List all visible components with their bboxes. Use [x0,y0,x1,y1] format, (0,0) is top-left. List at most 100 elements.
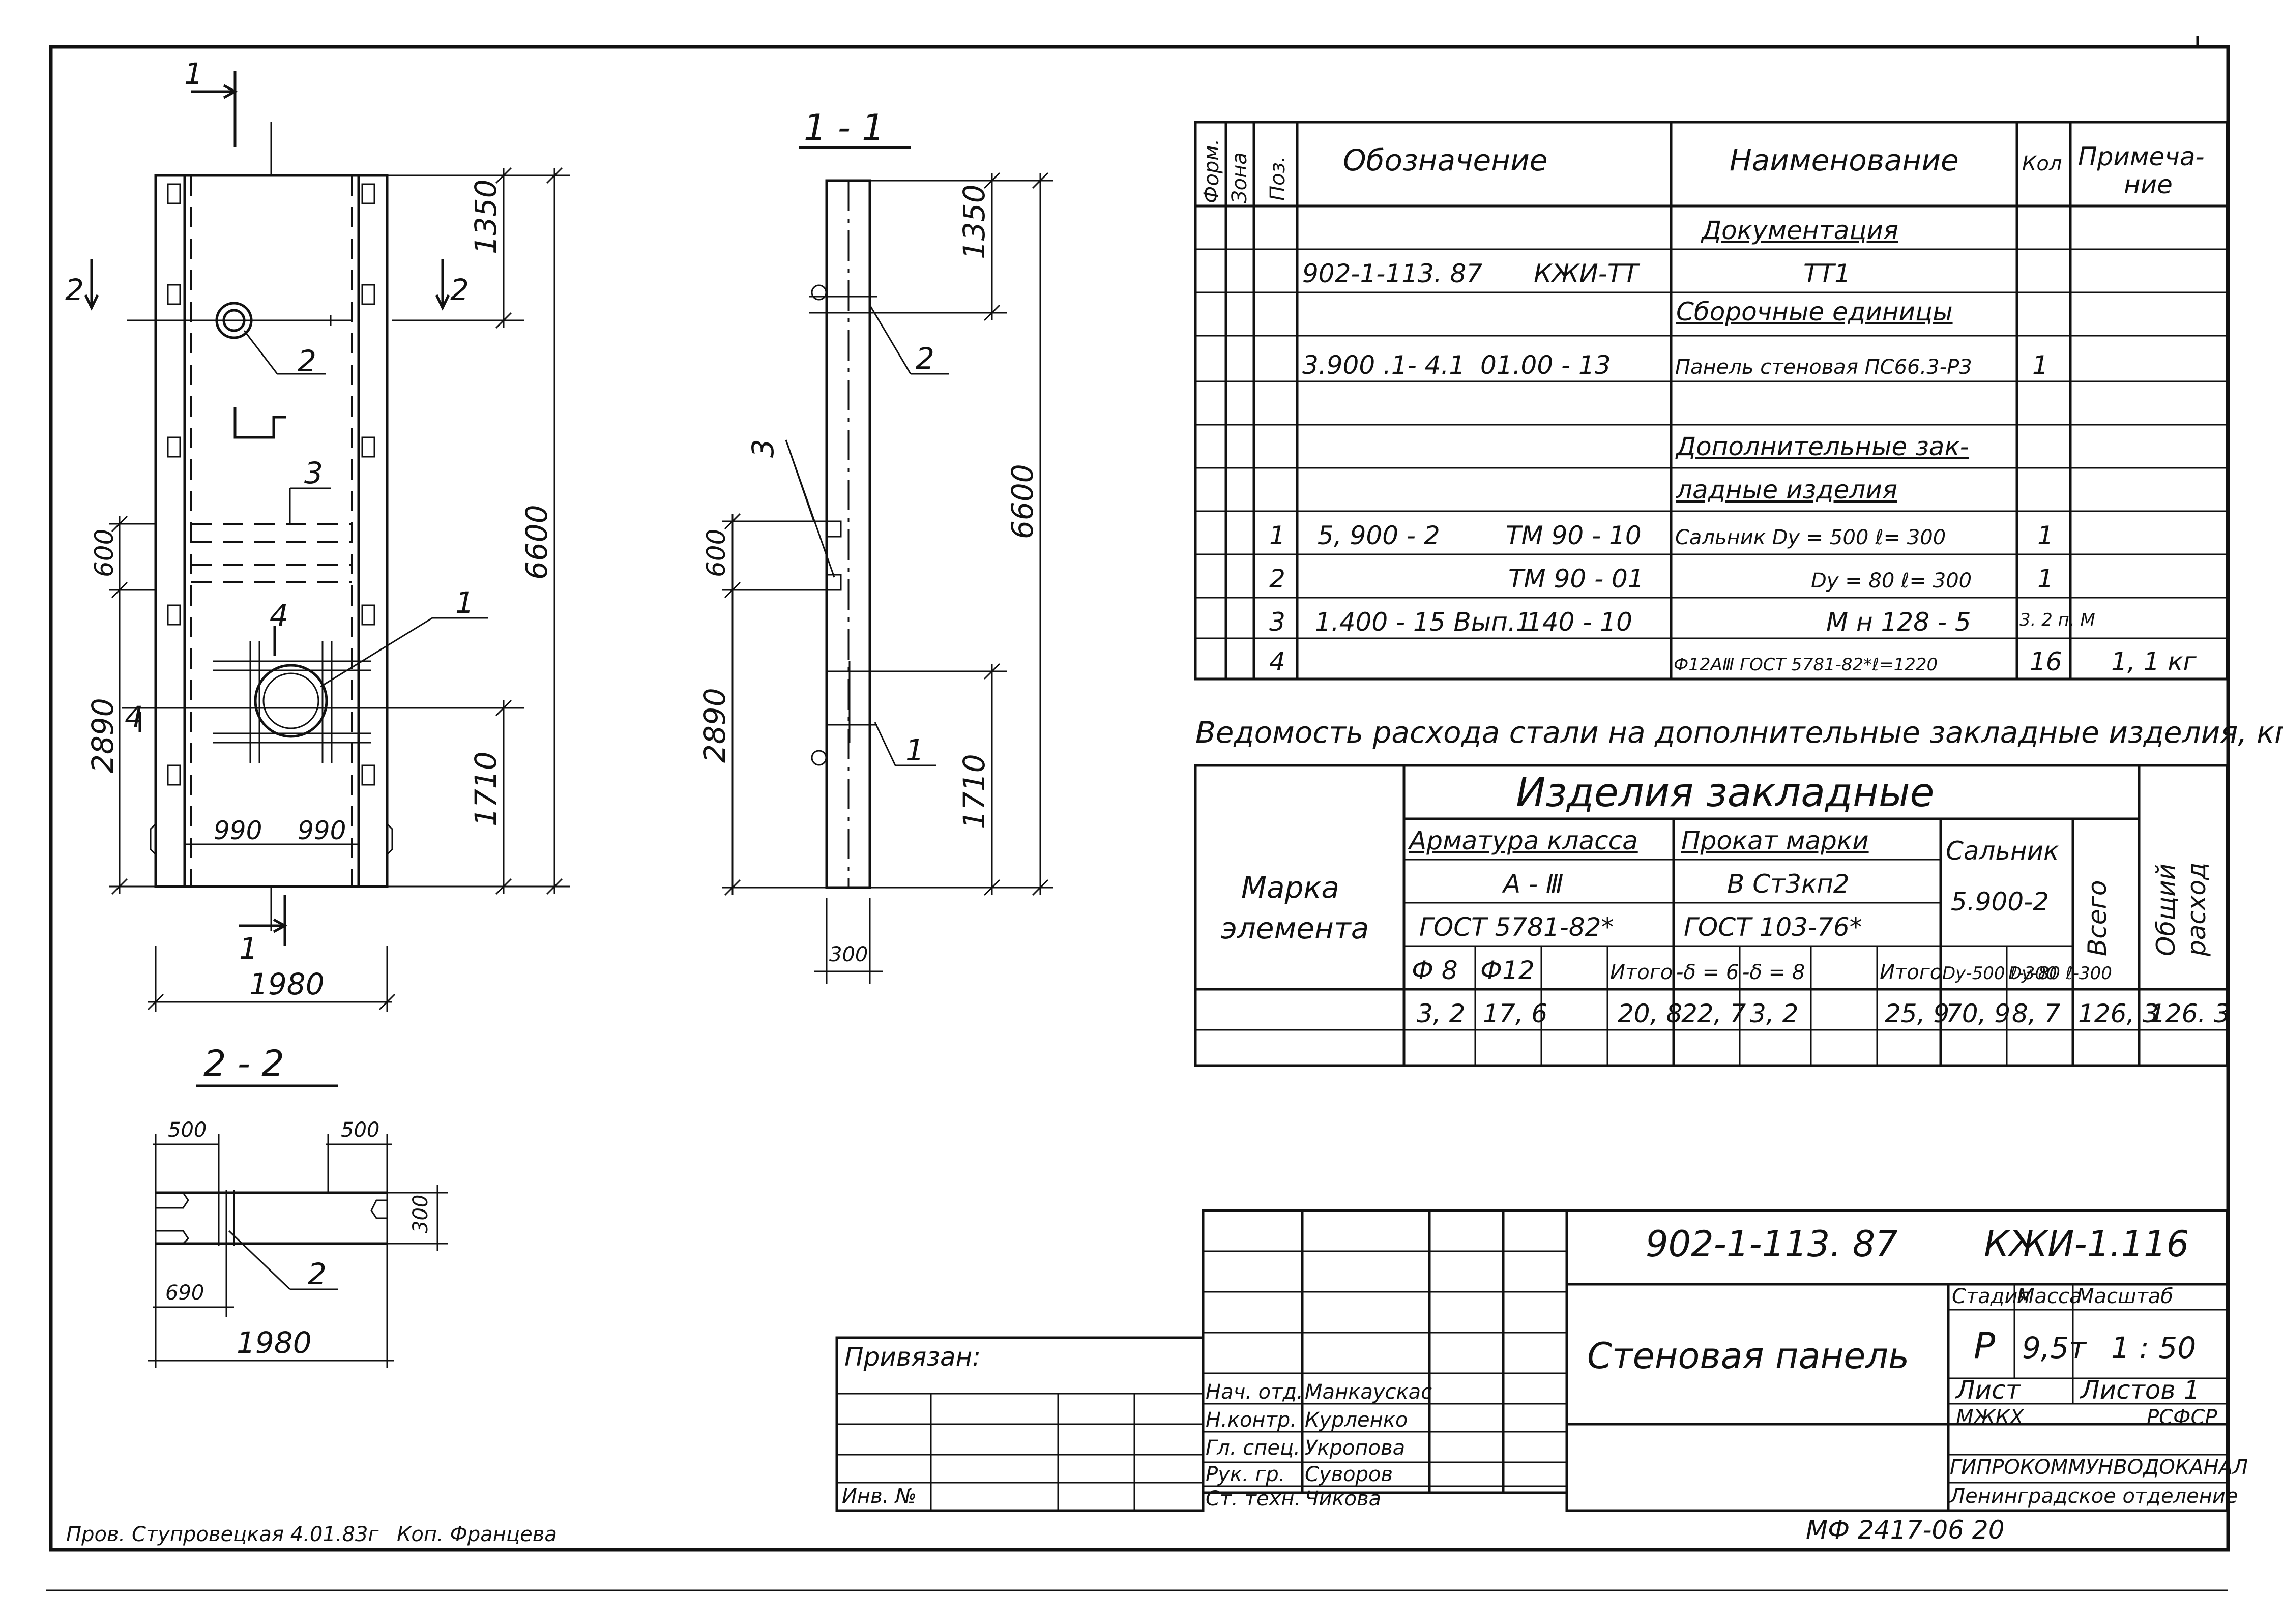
dim-600-v1: 600 [90,529,119,577]
title-block: Нач. отд. Манкаускас Н.контр. Курленко Г… [66,1209,2248,1546]
sub-header-5: -δ = 8 [1742,961,1805,984]
steel-group-header: Изделия закладные [1516,770,1935,816]
scale-label: Масштаб [2076,1285,2173,1308]
checked-note: Пров. Ступровецкая 4.01.83г [66,1523,379,1546]
row-7-designation2: ТМ 90 - 10 [1506,521,1642,550]
signer-0-name: Манкаускас [1305,1380,1432,1404]
prokat-gost-label: ГОСТ 103-76* [1684,912,1862,942]
dim-690: 690 [165,1281,204,1305]
callout-2-v2: 2 [916,341,934,376]
dim-1980-v3: 1980 [237,1325,312,1360]
inv-label: Инв. № [842,1485,917,1508]
row-9-designation: 1.400 - 15 Вып.1 [1315,607,1532,637]
row-0-name: Документация [1701,216,1898,245]
salnik-doc-label: 5.900-2 [1951,887,2049,917]
steel-table-title: Ведомость расхода стали на дополнительны… [1195,715,2283,750]
sheet-label: Лист [1955,1375,2022,1405]
row-3-designation: 3.900 .1- 4.1 [1302,350,1465,380]
row-10-pos: 4 [1269,647,1285,676]
row-10-note: 1, 1 кг [2111,647,2197,676]
stage-value: Р [1974,1325,1996,1367]
section-1-1-title: 1 - 1 [804,107,885,149]
row-3-name: Панель стеновая ПС66.3-Р3 [1675,356,1972,379]
row-8-designation2: ТМ 90 - 01 [1508,564,1644,594]
signer-0-role: Нач. отд. [1206,1380,1303,1404]
row-8-qty: 1 [2037,564,2054,594]
arm-gost-label: ГОСТ 5781-82* [1419,912,1614,942]
org2: ГИПРОКОММУНВОДОКАНАЛ [1950,1456,2248,1479]
sub-header-0: Ф 8 [1412,956,1458,985]
section-1-1-view: 1 - 1 3 2 1 1350 [697,107,1053,984]
dim-600-v2: 600 [701,529,731,577]
dim-300-v3: 300 [409,1195,432,1233]
header-format: Форм. [1200,139,1223,203]
header-name: Наименование [1730,143,1959,178]
steel-consumption-table: Ведомость расхода стали на дополнительны… [1194,715,2283,1067]
cut-1-bottom-label: 1 [239,931,258,966]
arm-grade-label: А - Ⅲ [1502,869,1564,899]
org1-left: МЖКХ [1956,1406,2025,1429]
dim-300-v2: 300 [829,943,868,966]
dim-6600-v2: 6600 [1005,464,1040,539]
signer-2-name: Укропова [1305,1436,1405,1460]
val-f12: 17, 6 [1483,999,1547,1028]
signer-3-role: Рук. гр. [1206,1463,1285,1486]
val-arm-total: 20, 8 [1618,999,1682,1028]
signer-1-name: Курленко [1305,1408,1408,1432]
row-7-pos: 1 [1269,521,1285,550]
signer-4-name: Чикова [1305,1487,1381,1511]
row-10-name: Ф12АⅢ ГОСТ 5781-82*ℓ=1220 [1674,655,1938,675]
signer-2-role: Гл. спец. [1206,1436,1300,1460]
dim-1980-v1: 1980 [249,967,325,1001]
val-d6: 22, 7 [1681,999,1746,1028]
section-2-2-title: 2 - 2 [203,1043,284,1084]
prokat-grade-label: В Ст3кп2 [1727,869,1850,899]
row-8-pos: 2 [1269,564,1285,594]
sub-header-7: Итого [1880,961,1942,984]
val-total: 126, 3 [2078,999,2159,1028]
row-5-name: Дополнительные зак- [1675,432,1969,461]
header-pos: Поз. [1266,156,1290,201]
row-7-name: Сальник Dу = 500 ℓ= 300 [1675,526,1946,549]
callout-2: 2 [298,344,316,378]
dim-1350-v2: 1350 [957,184,991,259]
row-10-qty: 16 [2030,647,2062,676]
stage-label: Стадия [1952,1285,2030,1308]
mass-value: 9,5т [2022,1331,2087,1365]
header-note-line1: Примеча- [2078,142,2205,171]
doc-code: 902-1-113. 87 [1646,1223,1898,1265]
z-embed [233,407,286,439]
dim-500-left: 500 [168,1118,207,1142]
val-d8: 3, 2 [1750,999,1798,1028]
dim-1710-v2: 1710 [957,754,991,829]
row-9-name: М н 128 - 5 [1826,607,1971,637]
row-7-qty: 1 [2037,521,2054,550]
signer-4-role: Ст. техн. [1206,1487,1301,1511]
org3: Ленинградское отделение [1949,1485,2238,1508]
dim-2890-v2: 2890 [697,688,732,763]
total-label: Всего [2083,880,2112,956]
dim-1710-v1: 1710 [469,751,503,826]
row-9-qty: 3. 2 п. М [2019,610,2095,630]
cut-2-right-label: 2 [450,273,469,307]
callout-1: 1 [455,585,474,620]
dim-6600-v1: 6600 [519,505,554,580]
dim-2890-v1: 2890 [85,698,120,773]
callout-1-v2: 1 [905,733,924,767]
callout-3: 3 [304,456,323,490]
dim-1350-v1: 1350 [469,179,503,254]
val-f8: 3, 2 [1417,999,1465,1028]
header-qty: Кол [2022,152,2062,175]
panel-elevation-view: 1 1 2 2 4 4 2 3 1 1350 [65,56,570,1012]
general-line1: Общий [2151,864,2181,956]
dim-500-right: 500 [341,1118,379,1142]
dim-990-left: 990 [214,816,262,845]
cut-1-top-label: 1 [184,56,203,91]
org1-right: РСФСР [2147,1406,2217,1429]
sub-header-8: Dу-500 ℓ-300 [1942,963,2057,984]
attached-label: Привязан: [844,1342,981,1372]
row-3-designation2: 01.00 - 13 [1480,350,1611,380]
copy-note: Коп. Францева [397,1523,557,1546]
